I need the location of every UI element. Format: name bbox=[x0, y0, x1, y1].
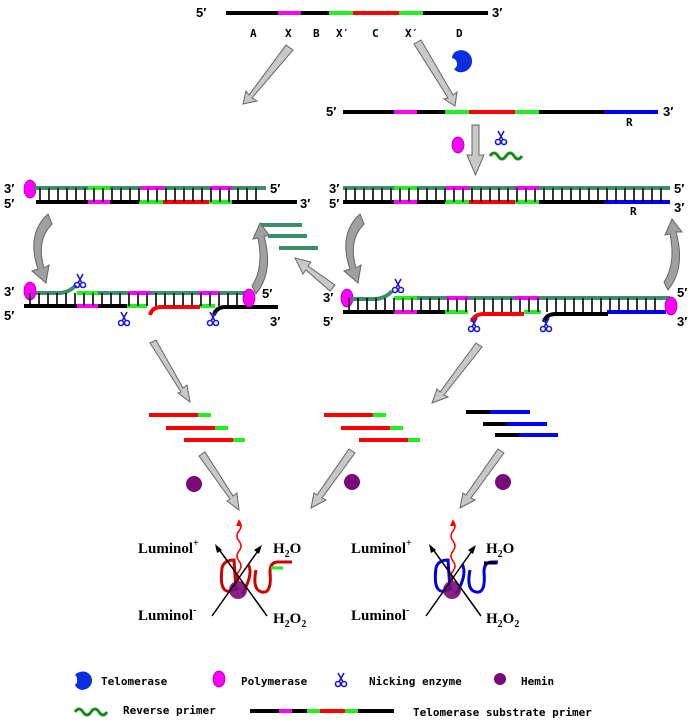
right-duplex-top: 3′5′5′3′R bbox=[329, 181, 684, 218]
five-prime-label: 5′ bbox=[270, 181, 280, 196]
extended-primer: 5′ 3′ R bbox=[326, 104, 673, 129]
legend-telomerase: Telomerase bbox=[101, 675, 168, 688]
hemin-icon bbox=[186, 476, 202, 492]
light-emission-icon bbox=[236, 520, 242, 582]
arrow-down-left bbox=[242, 44, 294, 105]
hemin-icon bbox=[344, 474, 360, 490]
segment-label-b: B bbox=[313, 27, 320, 40]
arrow-to-detection bbox=[198, 451, 240, 512]
legend-polymerase: Polymerase bbox=[241, 675, 308, 688]
polymerase-icon bbox=[212, 670, 226, 688]
polymerase-icon bbox=[451, 136, 465, 154]
five-prime-label: 5′ bbox=[323, 314, 333, 329]
five-prime-label: 5′ bbox=[329, 196, 339, 211]
segment-label-x-prime-1: X′ bbox=[336, 27, 349, 40]
three-prime-label: 3′ bbox=[663, 104, 673, 119]
three-prime-label: 3′ bbox=[329, 181, 339, 196]
template-strand-segment bbox=[212, 305, 278, 316]
template-strand-segment bbox=[542, 312, 608, 323]
released-reverse-strands bbox=[261, 223, 318, 250]
hemin-icon bbox=[494, 673, 506, 685]
legend: Telomerase Polymerase Nicking enzyme Hem… bbox=[73, 670, 592, 719]
displaced-strand bbox=[352, 289, 394, 301]
three-prime-label: 3′ bbox=[323, 290, 333, 305]
cycle-arrow-right-up bbox=[663, 218, 684, 291]
products-left bbox=[149, 413, 245, 442]
legend-hemin: Hemin bbox=[521, 675, 554, 688]
five-prime-label: 5′ bbox=[196, 5, 206, 20]
h2o2-label: H2O2 bbox=[486, 611, 519, 630]
left-duplex-top: 3′5′5′3′ bbox=[4, 179, 310, 211]
nicking-enzyme-icon bbox=[494, 130, 508, 146]
luminol-minus-label: Luminol- bbox=[138, 605, 196, 624]
three-prime-label: 3′ bbox=[492, 5, 502, 20]
cycle-arrow-left-up bbox=[251, 222, 272, 295]
displaced-product bbox=[470, 312, 524, 323]
luminol-plus-label: Luminol+ bbox=[351, 538, 412, 557]
nicking-enzyme-icon bbox=[391, 278, 405, 294]
segment-label-d: D bbox=[456, 27, 463, 40]
three-prime-label: 3′ bbox=[4, 181, 14, 196]
legend-reverse-primer: Reverse primer bbox=[123, 704, 216, 717]
arrow-down bbox=[466, 124, 485, 177]
h2o-label: H2O bbox=[273, 541, 301, 560]
g-quadruplex-right: Luminol+ H2O Luminol- H2O2 bbox=[351, 519, 519, 630]
luminol-minus-label: Luminol- bbox=[351, 605, 409, 624]
luminol-plus-label: Luminol+ bbox=[138, 538, 199, 557]
three-prime-label: 3′ bbox=[300, 196, 310, 211]
h2o-label: H2O bbox=[486, 541, 514, 560]
reverse-primer-icon bbox=[488, 151, 524, 161]
telomerase-icon bbox=[75, 671, 93, 690]
g-quadruplex-left: Luminol+ H2O Luminol- H2O2 bbox=[138, 519, 306, 630]
r-label: R bbox=[630, 205, 637, 218]
three-prime-label: 3′ bbox=[677, 314, 687, 329]
products-right bbox=[466, 410, 558, 437]
segment-label-a: A bbox=[250, 27, 257, 40]
three-prime-label: 3′ bbox=[674, 200, 684, 215]
segment-label-c: C bbox=[372, 27, 379, 40]
arrow-down-right bbox=[413, 39, 458, 107]
left-duplex-bottom: 3′ 5′ 5′ 3′ bbox=[4, 273, 280, 329]
polymerase-icon bbox=[664, 296, 678, 316]
legend-substrate-primer: Telomerase substrate primer bbox=[413, 706, 592, 719]
segment-label-x: X bbox=[285, 27, 292, 40]
displaced-product bbox=[148, 305, 200, 316]
five-prime-label: 5′ bbox=[326, 104, 336, 119]
nicking-enzyme-icon bbox=[334, 672, 348, 688]
arrow-to-detection bbox=[310, 448, 356, 509]
five-prime-label: 5′ bbox=[4, 196, 14, 211]
polymerase-icon bbox=[340, 288, 354, 308]
segment-label-x-prime-2: X′ bbox=[405, 27, 418, 40]
five-prime-label: 5′ bbox=[677, 285, 687, 300]
polymerase-icon bbox=[242, 288, 256, 308]
arrow-up-left bbox=[294, 257, 336, 292]
r-label: R bbox=[626, 116, 633, 129]
cycle-arrow-left-down bbox=[31, 213, 53, 284]
reverse-primer-icon bbox=[73, 707, 109, 717]
light-emission-icon bbox=[450, 520, 456, 582]
hemin-icon bbox=[495, 474, 511, 490]
three-prime-label: 3′ bbox=[270, 314, 280, 329]
legend-nicking-enzyme: Nicking enzyme bbox=[369, 675, 462, 688]
five-prime-label: 5′ bbox=[4, 308, 14, 323]
products-middle bbox=[324, 413, 420, 442]
five-prime-label: 5′ bbox=[262, 286, 272, 301]
arrow-to-products-left bbox=[149, 339, 191, 404]
arrow-to-products-right bbox=[431, 342, 483, 404]
displaced-strand bbox=[36, 283, 78, 295]
three-prime-label: 3′ bbox=[4, 284, 14, 299]
h2o2-label: H2O2 bbox=[273, 611, 306, 630]
telomerase-icon bbox=[452, 50, 473, 73]
arrow-to-detection bbox=[459, 448, 505, 509]
nicking-enzyme-icon bbox=[117, 311, 131, 327]
substrate-primer: 5′ 3′ A X B X′ C X′ D bbox=[196, 5, 502, 40]
five-prime-label: 5′ bbox=[674, 181, 684, 196]
cycle-arrow-right-down bbox=[343, 213, 365, 284]
right-duplex-bottom: 3′ 5′ 5′ 3′ bbox=[323, 278, 687, 333]
